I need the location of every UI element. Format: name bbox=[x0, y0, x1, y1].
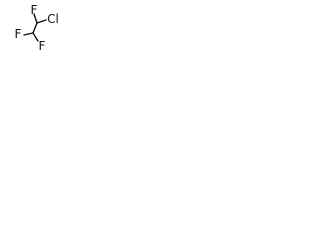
atom-f-top: F bbox=[31, 3, 38, 17]
atom-cl: Cl bbox=[47, 12, 59, 26]
bond-c1-cl bbox=[36, 19, 47, 24]
atom-f-right: F bbox=[39, 39, 46, 53]
bond-c1-f bbox=[33, 13, 38, 24]
bond-c2-f-left bbox=[23, 32, 34, 36]
molecule-drawing: F Cl F F bbox=[15, 3, 59, 53]
structure-diagram: F Cl F F bbox=[0, 0, 66, 66]
bond-c1-c2 bbox=[32, 22, 38, 34]
atom-f-left: F bbox=[15, 27, 22, 41]
bond-c2-f-right bbox=[32, 32, 39, 42]
